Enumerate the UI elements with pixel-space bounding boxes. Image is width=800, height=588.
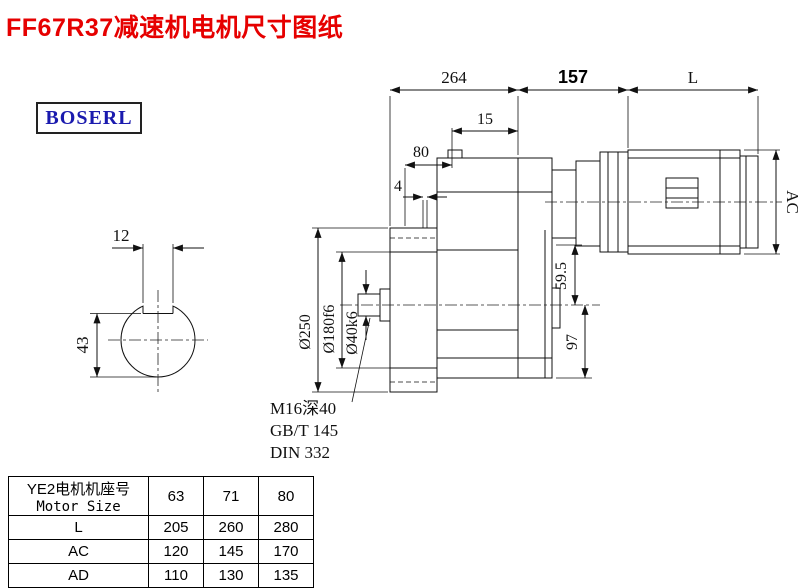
cell-L-63: 205	[148, 515, 204, 540]
dimension-spigot-diameter: Ø180f6	[321, 251, 390, 369]
dim-label-157: 157	[558, 67, 588, 87]
gear-housing	[436, 157, 553, 379]
dim-label-40k6: Ø40k6	[344, 311, 361, 355]
dim-label-12: 12	[113, 226, 130, 245]
dim-label-L: L	[688, 68, 698, 87]
motor-size-table: YE2电机机座号 Motor Size 63 71 80 L 205 260 2…	[8, 476, 314, 588]
housing-bolt	[447, 149, 463, 159]
cell-AC-80: 170	[258, 539, 314, 564]
note-thread: M16深40	[270, 399, 336, 418]
motor-nameplate	[665, 177, 699, 209]
cell-L-80: 280	[258, 515, 314, 540]
dim-label-250: Ø250	[297, 314, 314, 350]
output-cover	[551, 287, 561, 329]
table-row-AC: AC 120 145 170	[8, 539, 314, 564]
page-title: FF67R37减速机电机尺寸图纸	[6, 14, 344, 42]
shaft-end-view	[108, 276, 208, 392]
dim-label-15: 15	[477, 111, 493, 128]
note-gbt145: GB/T 145	[270, 421, 338, 440]
dimension-top-chain: 264 157 L	[389, 67, 759, 226]
header-en: Motor Size	[36, 498, 121, 515]
dimension-15: 15	[451, 111, 518, 168]
dim-label-264: 264	[441, 68, 467, 87]
boserl-logo-text: BOSERL	[45, 106, 133, 129]
gearbox-side-view	[340, 149, 782, 393]
dimension-keyway-width: 12	[112, 226, 204, 303]
dim-label-43: 43	[73, 337, 92, 354]
table-header-row: YE2电机机座号 Motor Size 63 71 80	[8, 476, 314, 516]
size-col-71: 71	[203, 476, 259, 516]
dimension-shaft-height: 43	[73, 313, 156, 378]
input-coupling-housing	[575, 160, 601, 247]
size-col-80: 80	[258, 476, 314, 516]
dimension-4: 4	[394, 178, 447, 228]
dimension-59-5: 59.5	[553, 244, 582, 305]
row-label-AC: AC	[8, 539, 149, 564]
size-col-63: 63	[148, 476, 204, 516]
dim-label-97: 97	[564, 334, 581, 350]
note-din332: DIN 332	[270, 443, 330, 462]
dim-label-AC: AC	[783, 190, 800, 214]
boserl-logo: BOSERL	[36, 102, 142, 134]
header-cn: YE2电机机座号	[26, 480, 131, 498]
motor-size-header-cell: YE2电机机座号 Motor Size	[8, 476, 149, 516]
dim-label-4: 4	[394, 178, 402, 195]
dim-label-59-5: 59.5	[553, 262, 570, 290]
dim-label-80: 80	[413, 144, 429, 161]
cell-AC-63: 120	[148, 539, 204, 564]
cell-L-71: 260	[203, 515, 259, 540]
dimension-80: 80	[404, 144, 452, 226]
output-flange	[389, 227, 438, 393]
table-row-L: L 205 260 280	[8, 515, 314, 540]
cell-AC-71: 145	[203, 539, 259, 564]
thread-note: M16深40 GB/T 145 DIN 332	[270, 317, 371, 462]
row-label-L: L	[8, 515, 149, 540]
dimension-flange-diameter: Ø250	[297, 227, 388, 393]
input-adapter	[551, 169, 577, 239]
dimension-97: 97	[556, 305, 592, 379]
dim-label-180f6: Ø180f6	[321, 305, 338, 354]
dimension-AC: AC	[744, 149, 800, 255]
